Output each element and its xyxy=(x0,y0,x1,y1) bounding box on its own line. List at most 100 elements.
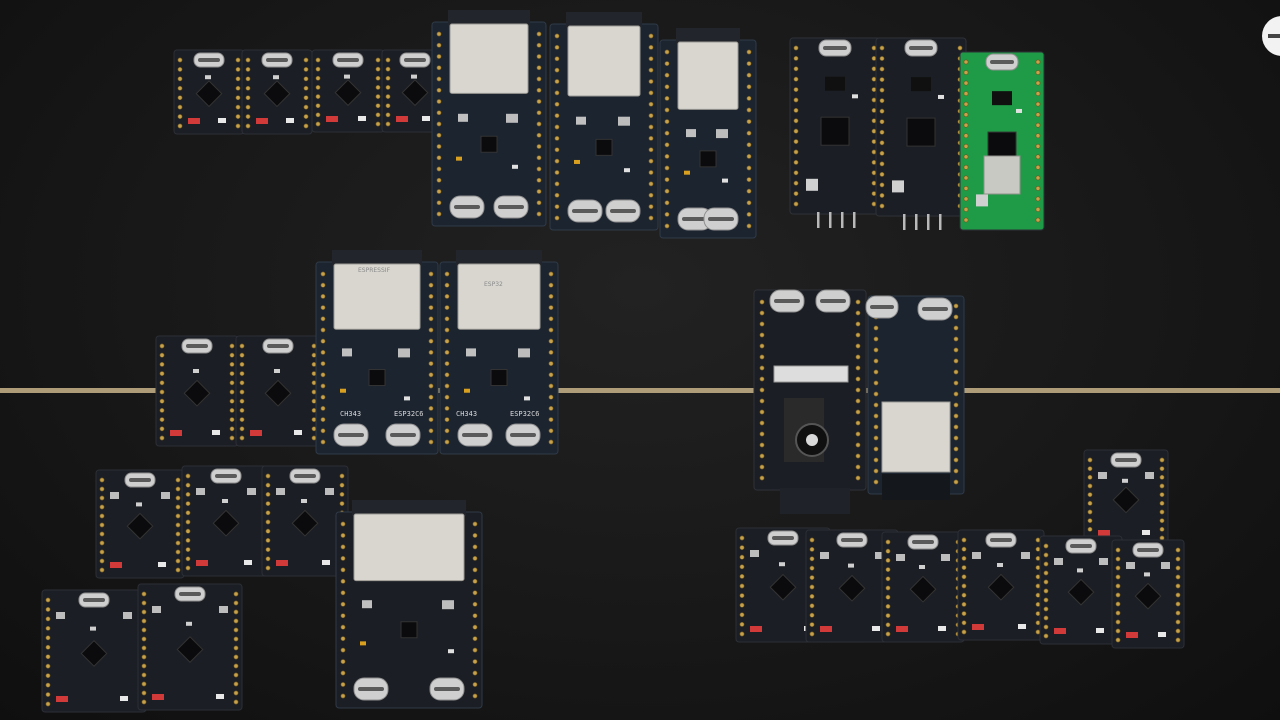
pin-hole xyxy=(340,521,346,527)
pin-hole xyxy=(1087,466,1093,472)
pin-hole xyxy=(648,215,654,221)
pin-hole xyxy=(472,533,478,538)
pico-style-board xyxy=(959,51,1045,231)
pin-hole xyxy=(1043,615,1049,621)
mini-board xyxy=(805,529,899,643)
pin-hole xyxy=(871,66,877,72)
pin-hole xyxy=(303,57,309,63)
pin-hole xyxy=(235,114,241,119)
smd-part xyxy=(216,694,224,699)
pin-hole xyxy=(320,271,326,277)
pin-hole xyxy=(648,135,654,141)
pin-hole xyxy=(879,56,885,61)
pin-hole xyxy=(265,491,271,497)
pin-hole xyxy=(444,383,450,389)
pin-hole xyxy=(141,699,147,705)
usb-c-slot xyxy=(179,592,201,596)
smd-part xyxy=(322,560,330,565)
pin-hole xyxy=(1175,592,1181,598)
smd-part xyxy=(219,606,228,613)
header-pin xyxy=(939,214,942,230)
pin-hole xyxy=(536,121,542,127)
pin-hole xyxy=(536,144,542,149)
pin-hole xyxy=(311,426,317,432)
pin-hole xyxy=(436,65,442,71)
usb-c-slot xyxy=(820,299,846,303)
pin-hole xyxy=(664,188,670,194)
header-pin xyxy=(915,214,918,230)
pin-hole xyxy=(746,223,752,229)
pin-hole xyxy=(1043,570,1049,576)
pin-hole xyxy=(99,504,105,510)
pin-hole xyxy=(809,575,815,580)
pin-hole xyxy=(141,681,147,687)
pin-hole xyxy=(245,123,251,129)
mini-board xyxy=(173,49,245,135)
ic-chip xyxy=(699,150,717,168)
pin-hole xyxy=(385,85,391,90)
ic-chip xyxy=(987,573,1015,601)
pin-hole xyxy=(265,510,271,516)
pin-hole xyxy=(265,473,271,479)
pin-hole xyxy=(739,554,745,560)
pin-hole xyxy=(436,155,442,161)
pin-hole xyxy=(855,398,861,404)
pin-hole xyxy=(536,177,542,183)
pin-hole xyxy=(1115,628,1121,634)
smd-part xyxy=(90,626,96,631)
pin-hole xyxy=(809,631,815,637)
pin-hole xyxy=(746,107,752,113)
pin-hole xyxy=(444,338,450,344)
pin-hole xyxy=(1035,59,1041,65)
smd-part xyxy=(716,129,728,139)
pin-hole xyxy=(871,159,877,165)
pin-hole xyxy=(385,112,391,118)
pin-hole xyxy=(855,453,861,459)
pin-hole xyxy=(436,76,442,82)
mini-board xyxy=(881,531,965,643)
pin-hole xyxy=(45,682,51,688)
pin-hole xyxy=(444,361,450,366)
smd-part xyxy=(161,492,170,499)
pin-hole xyxy=(1035,185,1041,191)
pin-hole xyxy=(185,547,191,552)
pin-hole xyxy=(239,352,245,358)
pin-hole xyxy=(233,699,239,705)
smd-part xyxy=(442,600,454,610)
smd-part xyxy=(205,75,211,80)
pin-hole xyxy=(245,85,251,91)
pin-hole xyxy=(233,609,239,615)
pin-hole xyxy=(1175,565,1181,571)
pin-hole xyxy=(444,305,450,310)
pin-hole xyxy=(664,130,670,136)
pin-hole xyxy=(871,118,877,124)
pin-hole xyxy=(664,223,670,229)
pin-hole xyxy=(879,66,885,72)
pin-hole xyxy=(648,181,654,187)
pin-hole xyxy=(648,192,654,198)
pin-hole xyxy=(45,625,51,631)
pin-hole xyxy=(1159,492,1165,498)
smd-part xyxy=(244,560,252,565)
smd-part xyxy=(997,563,1003,567)
pin-hole xyxy=(879,140,885,146)
pin-hole xyxy=(1159,518,1165,524)
pin-hole xyxy=(239,389,245,395)
pin-hole xyxy=(428,349,434,355)
usb-c-slot xyxy=(338,433,364,437)
silk-esp32c6-b: ESP32C6 xyxy=(510,410,540,418)
rf-shield xyxy=(567,25,641,97)
pin-hole xyxy=(759,343,765,349)
pin-hole xyxy=(759,299,765,305)
pin-hole xyxy=(855,310,861,316)
pin-hole xyxy=(185,491,191,497)
pin-hole xyxy=(159,371,165,376)
pin-hole xyxy=(175,549,181,555)
esp32-devkit-board xyxy=(431,10,547,227)
pin-hole xyxy=(871,56,877,61)
cropped-round-icon xyxy=(1262,16,1280,56)
pin-hole xyxy=(229,426,235,432)
pin-hole xyxy=(340,670,346,676)
pin-hole xyxy=(664,49,670,55)
pin-hole xyxy=(759,354,765,360)
